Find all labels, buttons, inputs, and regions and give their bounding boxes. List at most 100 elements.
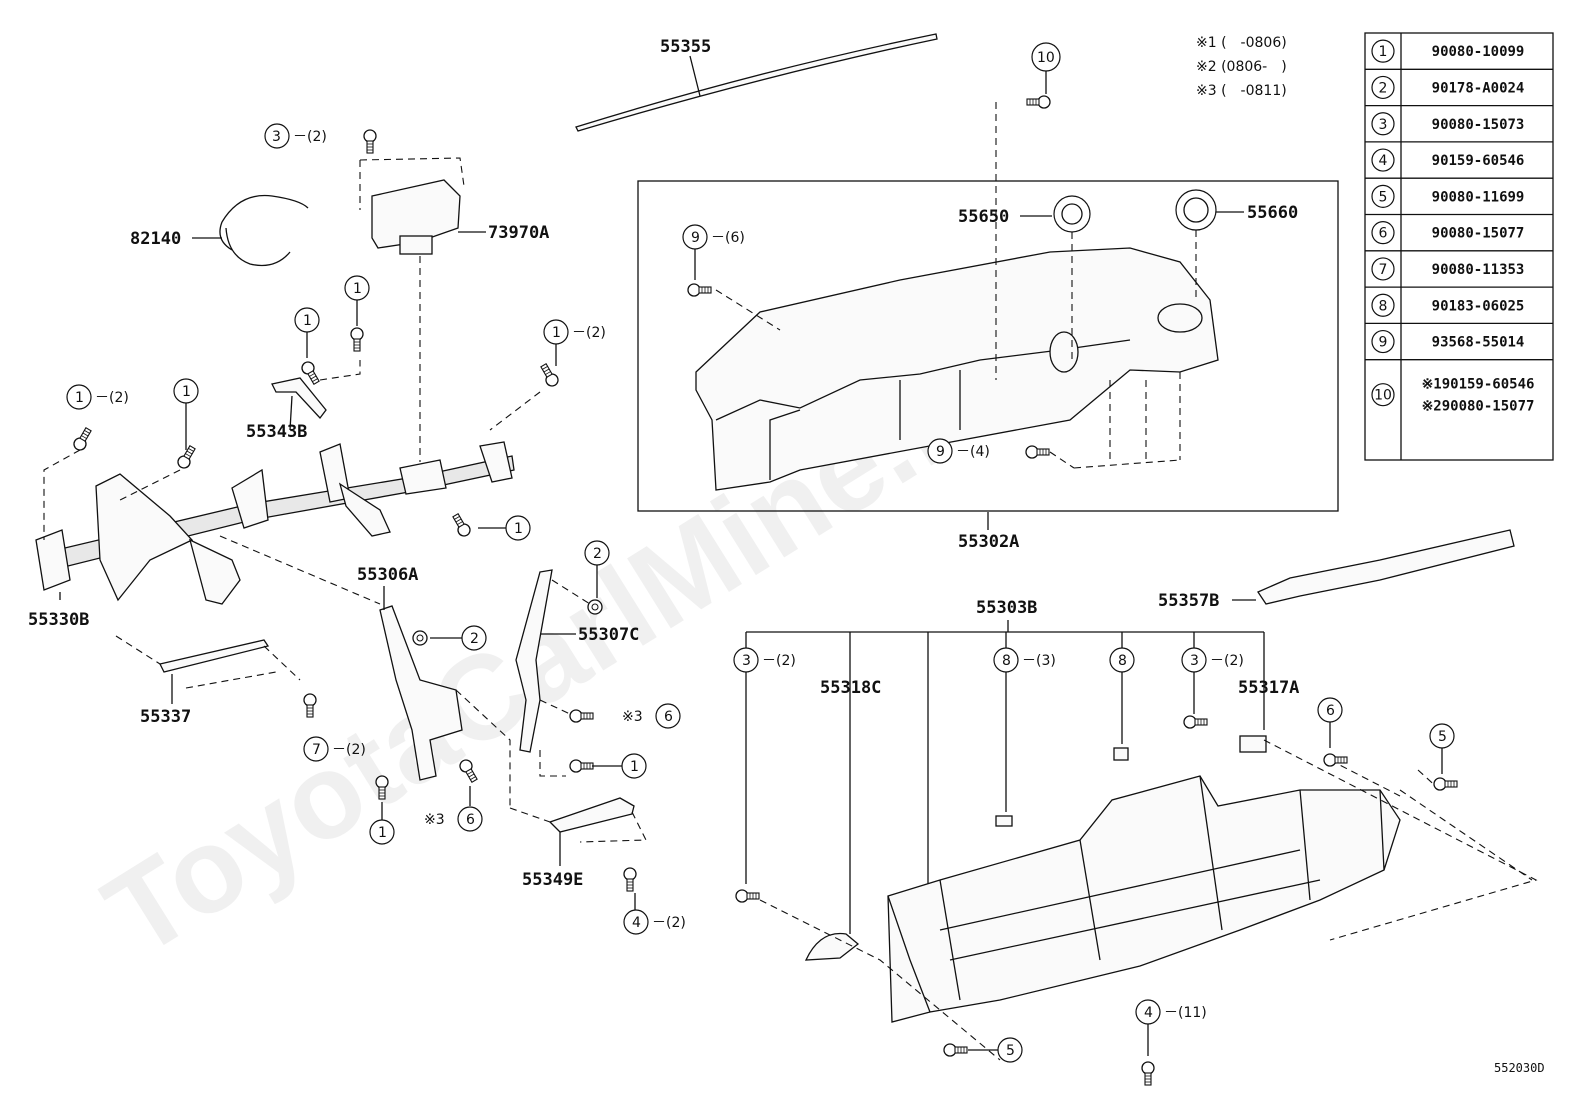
- label-55306A: 55306A: [357, 565, 418, 585]
- table-callout-9: [1371, 329, 1395, 354]
- table-part-code: 93568-55014: [1432, 335, 1525, 351]
- callout-9: 9: [691, 230, 700, 246]
- table-part-code: 90080-10099: [1432, 44, 1525, 60]
- label-55337: 55337: [140, 707, 191, 727]
- label-55349E: 55349E: [522, 870, 583, 890]
- label-55660: 55660: [1247, 203, 1298, 223]
- callout-3: 3: [272, 129, 281, 145]
- callout-1: 1: [75, 390, 84, 406]
- table-callout-5: [1371, 184, 1395, 208]
- callout-1: 1: [378, 825, 387, 841]
- bracket-55306A: [379, 605, 463, 781]
- note-1: ※1 ( -0806): [1196, 35, 1287, 51]
- airbag-module: [371, 179, 461, 249]
- callout-5: 5: [1438, 729, 1447, 745]
- table-part-code: 90080-15073: [1432, 117, 1525, 133]
- callout-6: 6: [466, 812, 475, 828]
- qty-2: －(2): [1210, 653, 1244, 669]
- table-part-code: ※190159-60546: [1422, 377, 1535, 393]
- callout-8: 8: [1002, 653, 1011, 669]
- wire-harness: [219, 194, 309, 267]
- callout-1: 1: [552, 325, 561, 341]
- callout-9: 9: [936, 444, 945, 460]
- callout-2: 2: [470, 631, 479, 647]
- label-55318C: 55318C: [820, 678, 881, 698]
- label-55650: 55650: [958, 207, 1009, 227]
- label-55317A: 55317A: [1238, 678, 1299, 698]
- callout-10: 10: [1037, 50, 1055, 66]
- callout-6: 6: [664, 709, 673, 725]
- table-callout-10: [1371, 383, 1395, 407]
- table-callout-number: 8: [1379, 298, 1388, 314]
- table-callout-number: 1: [1379, 44, 1388, 60]
- bracket-55337: [159, 639, 270, 673]
- table-callout-number: 4: [1379, 153, 1388, 169]
- callout-2: 2: [593, 546, 602, 562]
- qty-2: －(2): [293, 129, 327, 145]
- label-82140: 82140: [130, 229, 181, 249]
- qty-2: －(2): [332, 742, 366, 758]
- callout-3: 3: [742, 653, 751, 669]
- fastener-table: 1 90080-10099 2 90178-A0024 3 90080-15073 4 901…: [1364, 32, 1554, 461]
- table-part-code: 90080-11353: [1432, 262, 1525, 278]
- qty-6: －(6): [711, 230, 745, 246]
- table-part-code: 90178-A0024: [1432, 80, 1525, 96]
- label-73970A: 73970A: [488, 223, 549, 243]
- qty-4: －(4): [956, 444, 990, 460]
- table-part-code: 90080-11699: [1432, 189, 1525, 205]
- table-callout-number: 9: [1379, 335, 1388, 351]
- table-callout-number: 5: [1379, 189, 1388, 205]
- callout-3: 3: [1190, 653, 1199, 669]
- callout-1: 1: [182, 384, 191, 400]
- qty-2: －(2): [95, 390, 129, 406]
- qty-11: －(11): [1164, 1005, 1207, 1021]
- qty-3: －(3): [1022, 653, 1056, 669]
- duct-55357B: [1257, 529, 1515, 605]
- note-mark-3: ※3: [424, 812, 445, 828]
- callout-1: 1: [353, 281, 362, 297]
- label-55330B: 55330B: [28, 610, 89, 630]
- label-55307C: 55307C: [578, 625, 639, 645]
- table-callout-8: [1371, 293, 1395, 317]
- note-2: ※2 (0806- ): [1196, 59, 1287, 75]
- diagram-code: 552030D: [1494, 1061, 1545, 1075]
- label-55357B: 55357B: [1158, 591, 1219, 611]
- table-callout-number: 2: [1379, 80, 1388, 96]
- table-callout-number: 10: [1374, 388, 1392, 404]
- table-callout-6: [1371, 221, 1395, 245]
- bracket-55317A: [1239, 735, 1267, 753]
- table-callout-number: 3: [1379, 117, 1388, 133]
- table-callout-number: 7: [1379, 262, 1388, 278]
- label-55302A: 55302A: [958, 532, 1019, 552]
- callout-8: 8: [1118, 653, 1127, 669]
- callout-5: 5: [1006, 1043, 1015, 1059]
- callout-4: 4: [1144, 1005, 1153, 1021]
- note-mark-3: ※3: [622, 709, 643, 725]
- label-55303B: 55303B: [976, 598, 1037, 618]
- left-bracket: [35, 529, 71, 591]
- upper-panel-box: [637, 180, 1339, 512]
- lower-panel: [887, 775, 1401, 1023]
- bracket-55343B: [271, 377, 327, 420]
- table-callout-7: [1371, 257, 1395, 281]
- table-part-code: ※290080-15077: [1422, 399, 1535, 415]
- table-callout-2: [1371, 75, 1395, 100]
- table-part-code: 90183-06025: [1432, 298, 1525, 314]
- callout-6: 6: [1326, 703, 1335, 719]
- qty-2: －(2): [572, 325, 606, 341]
- qty-2: －(2): [652, 915, 686, 931]
- note-3: ※3 ( -0811): [1196, 83, 1287, 99]
- bracket-55307C: [515, 569, 553, 753]
- table-part-code: 90080-15077: [1432, 226, 1525, 242]
- clip-55318C: [804, 932, 860, 961]
- molding-strip: [575, 33, 938, 132]
- callout-1: 1: [514, 521, 523, 537]
- callout-1: 1: [303, 313, 312, 329]
- label-55343B: 55343B: [246, 422, 307, 442]
- table-callout-number: 6: [1379, 226, 1388, 242]
- callout-7: 7: [312, 742, 321, 758]
- table-part-code: 90159-60546: [1432, 153, 1525, 169]
- table-callout-1: [1371, 39, 1395, 63]
- table-callout-3: [1371, 112, 1395, 136]
